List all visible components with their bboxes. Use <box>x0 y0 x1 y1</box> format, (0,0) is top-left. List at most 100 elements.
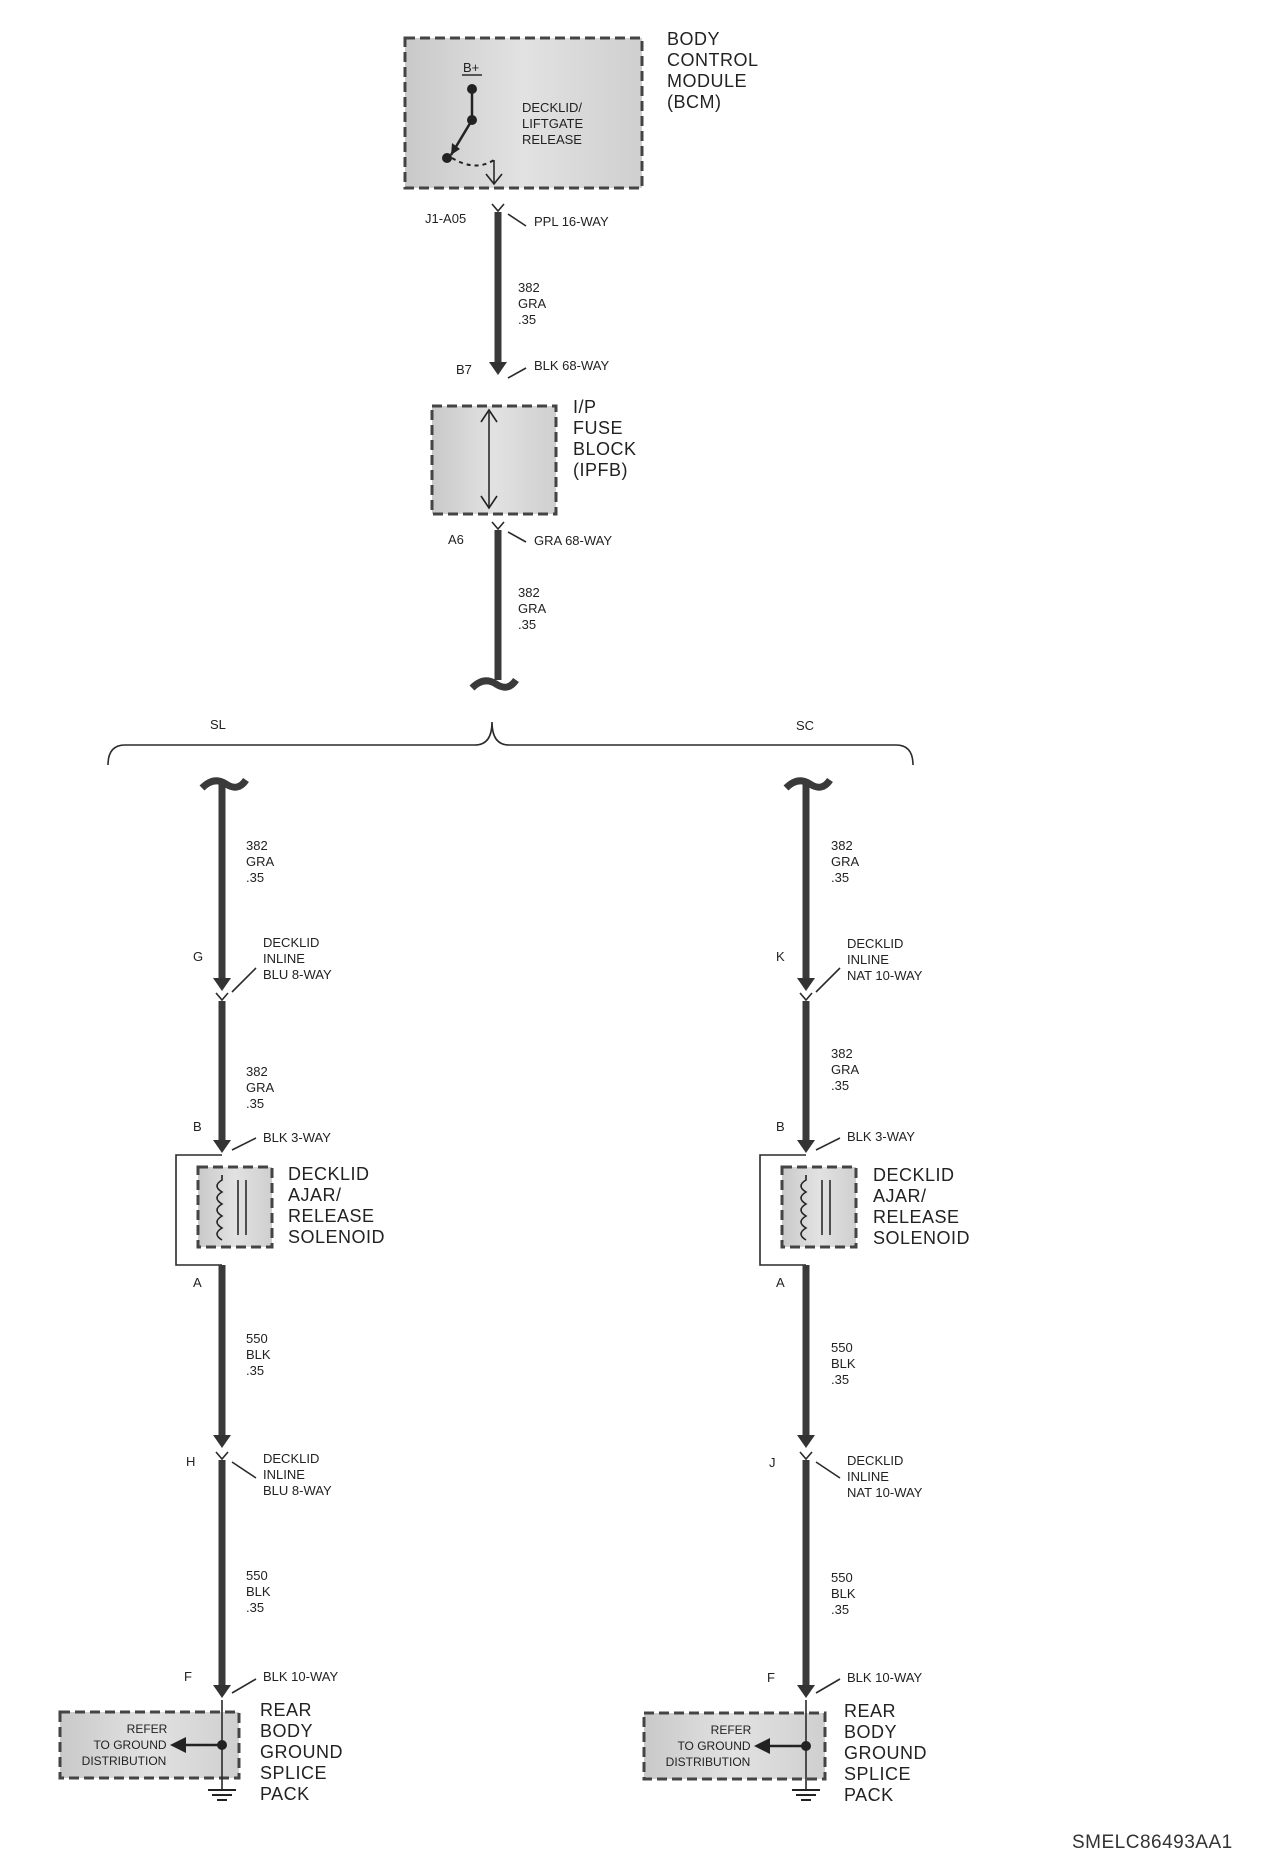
sl-wire1-circuit: 382 <box>246 838 268 853</box>
bcm-title-4: (BCM) <box>667 92 722 112</box>
sc-wire3-circuit: 550 <box>831 1340 853 1355</box>
sc-sol-conn: BLK 3-WAY <box>847 1129 915 1144</box>
sl-ground-pin: F <box>184 1669 192 1684</box>
wire-bcm-to-ipfb: J1-A05 PPL 16-WAY 382 GRA .35 B7 BLK 68-… <box>425 203 609 379</box>
ipfb-connector-out-label: GRA 68-WAY <box>534 533 612 548</box>
sl-wire3-color: BLK <box>246 1347 271 1362</box>
bcm-pin-label: J1-A05 <box>425 211 466 226</box>
wire-mid-color: GRA <box>518 601 547 616</box>
figure-code: SMELC86493AA1 <box>1072 1832 1233 1853</box>
sc-ground-conn: BLK 10-WAY <box>847 1670 922 1685</box>
sl-wire4-color: BLK <box>246 1584 271 1599</box>
sl-wire1-color: GRA <box>246 854 275 869</box>
sl-ground-title-2: BODY <box>260 1721 313 1741</box>
sc-solenoid-title-4: SOLENOID <box>873 1228 970 1248</box>
sc-wire3-gauge: .35 <box>831 1372 849 1387</box>
ipfb-pin-in-label: B7 <box>456 362 472 377</box>
sl-solenoid-title-4: SOLENOID <box>288 1227 385 1247</box>
sc-inline2-line2: INLINE <box>847 1469 889 1484</box>
sl-wire1-gauge: .35 <box>246 870 264 885</box>
sc-wire3-color: BLK <box>831 1356 856 1371</box>
sl-inline2-pin: H <box>186 1454 195 1469</box>
sc-ground-title-2: BODY <box>844 1722 897 1742</box>
wire-mid-circuit: 382 <box>518 585 540 600</box>
ipfb-title-4: (IPFB) <box>573 460 628 480</box>
wire-mid-gauge: .35 <box>518 617 536 632</box>
sl-inline2-line3: BLU 8-WAY <box>263 1483 332 1498</box>
bcm-connector-label: PPL 16-WAY <box>534 214 609 229</box>
bcm-title-1: BODY <box>667 29 720 49</box>
sc-wire4-circuit: 550 <box>831 1570 853 1585</box>
sl-wire4-circuit: 550 <box>246 1568 268 1583</box>
sc-solenoid-title-1: DECKLID <box>873 1165 955 1185</box>
branch-sl: 382 GRA .35 G DECKLID INLINE BLU 8-WAY 3… <box>58 777 385 1804</box>
sl-sol-pin-a: A <box>193 1275 202 1290</box>
sl-ground-conn: BLK 10-WAY <box>263 1669 338 1684</box>
sl-ground-ref-1: REFER <box>127 1722 168 1736</box>
sc-inline1-line3: NAT 10-WAY <box>847 968 923 983</box>
sl-wire2-color: GRA <box>246 1080 275 1095</box>
sc-solenoid-title-3: RELEASE <box>873 1207 960 1227</box>
sc-sol-pin-b: B <box>776 1119 785 1134</box>
ipfb-pin-out-label: A6 <box>448 532 464 547</box>
sl-inline1-pin: G <box>193 949 203 964</box>
sl-solenoid-title-2: AJAR/ <box>288 1185 342 1205</box>
sc-wire1-circuit: 382 <box>831 838 853 853</box>
branch-sc-label: SC <box>796 718 814 733</box>
sl-solenoid-title-1: DECKLID <box>288 1164 370 1184</box>
bcm-switch-symbol <box>442 74 503 186</box>
sl-ground-title-5: PACK <box>260 1784 310 1804</box>
sl-ground-ref-2: TO GROUND <box>93 1738 166 1752</box>
sc-ground-ref-1: REFER <box>711 1723 752 1737</box>
sl-sol-pin-b: B <box>193 1119 202 1134</box>
sc-ground-pin: F <box>767 1670 775 1685</box>
ipfb-module: I/P FUSE BLOCK (IPFB) <box>430 397 636 516</box>
sc-inline2-line3: NAT 10-WAY <box>847 1485 923 1500</box>
sl-wire3-circuit: 550 <box>246 1331 268 1346</box>
bcm-box <box>403 36 644 190</box>
sl-inline1-line1: DECKLID <box>263 935 319 950</box>
sl-inline2-line2: INLINE <box>263 1467 305 1482</box>
sl-inline2-line1: DECKLID <box>263 1451 319 1466</box>
sl-wire3-gauge: .35 <box>246 1363 264 1378</box>
sl-wire2-gauge: .35 <box>246 1096 264 1111</box>
sc-ground-title-1: REAR <box>844 1701 896 1721</box>
wire-top-color: GRA <box>518 296 547 311</box>
sl-wire2-circuit: 382 <box>246 1064 268 1079</box>
branch-sc: 382 GRA .35 K DECKLID INLINE NAT 10-WAY … <box>642 777 970 1805</box>
sl-ground-title-4: SPLICE <box>260 1763 327 1783</box>
branch-sl-label: SL <box>210 717 226 732</box>
sc-wire2-gauge: .35 <box>831 1078 849 1093</box>
sc-solenoid-box <box>780 1165 858 1249</box>
sc-wire2-circuit: 382 <box>831 1046 853 1061</box>
bcm-inner-label-3: RELEASE <box>522 132 582 147</box>
bcm-inner-label-1: DECKLID/ <box>522 100 582 115</box>
sc-ground-title-5: PACK <box>844 1785 894 1805</box>
wire-ipfb-to-split: A6 GRA 68-WAY 382 GRA .35 <box>448 521 612 691</box>
sl-solenoid-title-3: RELEASE <box>288 1206 375 1226</box>
sc-ground-title-3: GROUND <box>844 1743 927 1763</box>
sc-inline2-line1: DECKLID <box>847 1453 903 1468</box>
sc-sol-pin-a: A <box>776 1275 785 1290</box>
ipfb-connector-in-label: BLK 68-WAY <box>534 358 609 373</box>
branch-brace: SL SC <box>107 717 914 766</box>
sc-wire1-color: GRA <box>831 854 860 869</box>
sl-ground-title-1: REAR <box>260 1700 312 1720</box>
sc-wire4-gauge: .35 <box>831 1602 849 1617</box>
sc-inline1-line2: INLINE <box>847 952 889 967</box>
sc-wire2-color: GRA <box>831 1062 860 1077</box>
sc-inline1-line1: DECKLID <box>847 936 903 951</box>
sl-solenoid-box <box>196 1165 274 1249</box>
sl-inline1-line3: BLU 8-WAY <box>263 967 332 982</box>
sl-ground-title-3: GROUND <box>260 1742 343 1762</box>
ipfb-title-2: FUSE <box>573 418 623 438</box>
bcm-module: B+ DECKLID/ LIFTGATE RELEASE BODY CONTRO… <box>403 29 759 190</box>
sl-sol-conn: BLK 3-WAY <box>263 1130 331 1145</box>
bcm-title-2: CONTROL <box>667 50 759 70</box>
sc-wire1-gauge: .35 <box>831 870 849 885</box>
sl-inline1-line2: INLINE <box>263 951 305 966</box>
bcm-inner-label-2: LIFTGATE <box>522 116 583 131</box>
bcm-bplus-label: B+ <box>463 60 479 75</box>
sc-inline2-pin: J <box>769 1455 776 1470</box>
